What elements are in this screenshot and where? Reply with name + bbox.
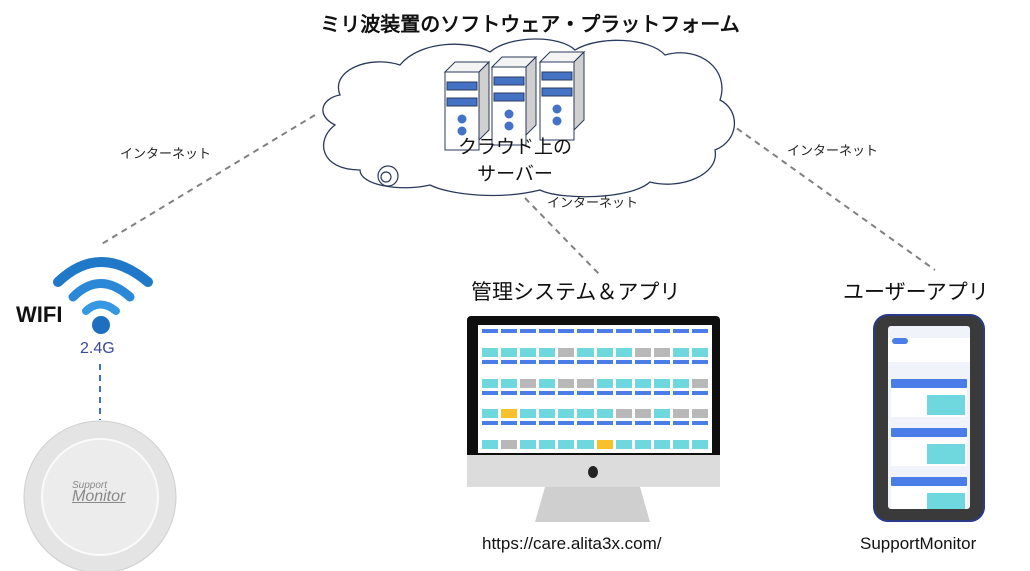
cloud-callout-icon (377, 165, 399, 187)
device-logo-small: Support (72, 480, 108, 491)
bed-status-cell (501, 390, 518, 419)
connection-lines (99, 114, 936, 276)
diagram-title: ミリ波装置のソフトウェア・プラットフォーム (320, 12, 740, 36)
link-right-label: インターネット (787, 144, 879, 159)
sensor-device (23, 420, 177, 571)
server-part (541, 87, 573, 97)
device-logo-large: Monitor (72, 488, 126, 505)
bed-status-cell (558, 329, 575, 357)
server-part (552, 116, 562, 126)
bed-status-cell (577, 359, 594, 388)
bed-status-cell (691, 329, 708, 357)
bed-status-cell (539, 329, 556, 357)
bed-status-cell (520, 421, 537, 449)
server-part (457, 114, 467, 124)
server-part (541, 71, 573, 81)
server-part (504, 121, 514, 131)
bed-status-cell (634, 359, 651, 388)
phone-card-header (891, 477, 967, 486)
bed-status-cell (672, 329, 689, 357)
bed-status-cell (634, 390, 651, 419)
bed-status-cell (653, 359, 670, 388)
bed-status-cell (482, 421, 499, 449)
bed-status-cell (482, 390, 499, 419)
phone-card-header (891, 428, 967, 437)
bed-status-cell (577, 421, 594, 449)
link-left (99, 114, 316, 246)
bed-status-cell (539, 359, 556, 388)
bed-status-cell (691, 390, 708, 419)
wifi-icon (53, 257, 153, 334)
admin-url-link[interactable]: https://care.alita3x.com/ (482, 534, 662, 553)
bed-status-cell (520, 359, 537, 388)
user-app-title: ユーザーアプリ (843, 280, 989, 304)
link-right (727, 121, 936, 271)
bed-status-cell (596, 359, 613, 388)
server-part (478, 60, 490, 142)
user-app-name: SupportMonitor (860, 534, 977, 553)
bed-status-cell (672, 359, 689, 388)
bed-status-cell (615, 421, 632, 449)
bed-status-cell (558, 390, 575, 419)
server-part (493, 76, 525, 86)
apple-logo-icon (588, 466, 598, 478)
phone-card-header (891, 379, 967, 388)
bed-status-cell (615, 359, 632, 388)
link-left-label: インターネット (120, 147, 212, 162)
bed-status-cell (558, 359, 575, 388)
admin-title: 管理システム＆アプリ (471, 280, 681, 304)
bed-status-cell (482, 329, 499, 357)
server-part (457, 126, 467, 136)
phone-header (888, 338, 970, 362)
bed-status-cell (577, 390, 594, 419)
server-part (446, 97, 478, 107)
bed-status-cell (520, 390, 537, 419)
bed-status-cell (482, 359, 499, 388)
bed-status-cell (558, 421, 575, 449)
device-logo: Support Monitor (72, 480, 125, 506)
server-part (573, 50, 585, 132)
server-part (493, 92, 525, 102)
bed-status-cell (691, 359, 708, 388)
bed-status-cell (596, 421, 613, 449)
link-middle (524, 197, 601, 276)
bed-status-cell (634, 421, 651, 449)
bed-status-cell (539, 390, 556, 419)
server-part (446, 81, 478, 91)
bed-status-cell (634, 329, 651, 357)
cloud-label-line1: クラウド上の (457, 136, 572, 158)
wifi-label: WIFI (16, 302, 63, 327)
bed-status-cell (596, 329, 613, 357)
server-part (552, 104, 562, 114)
admin-dashboard-screen (478, 325, 712, 453)
wifi-band: 2.4G (80, 340, 115, 357)
server-part (525, 55, 537, 137)
server-part (504, 109, 514, 119)
bed-status-cell (672, 390, 689, 419)
bed-status-cell (501, 329, 518, 357)
bed-status-cell (596, 390, 613, 419)
bed-status-cell (653, 390, 670, 419)
bed-status-cell (615, 390, 632, 419)
bed-status-cell (520, 329, 537, 357)
link-middle-label: インターネット (547, 196, 639, 211)
phone-card (891, 486, 967, 509)
bed-status-cell (672, 421, 689, 449)
cloud-label: クラウド上の サーバー (445, 134, 585, 188)
server-icon (443, 50, 586, 151)
phone-card (891, 437, 967, 466)
bed-status-cell (653, 421, 670, 449)
bed-status-cell (615, 329, 632, 357)
bed-status-cell (691, 421, 708, 449)
cloud-label-line2: サーバー (477, 163, 553, 185)
bed-status-cell (653, 329, 670, 357)
bed-status-cell (539, 421, 556, 449)
phone-screen (888, 326, 970, 509)
bed-status-cell (577, 329, 594, 357)
bed-status-cell (501, 421, 518, 449)
bed-status-cell (501, 359, 518, 388)
phone-card (891, 388, 967, 417)
